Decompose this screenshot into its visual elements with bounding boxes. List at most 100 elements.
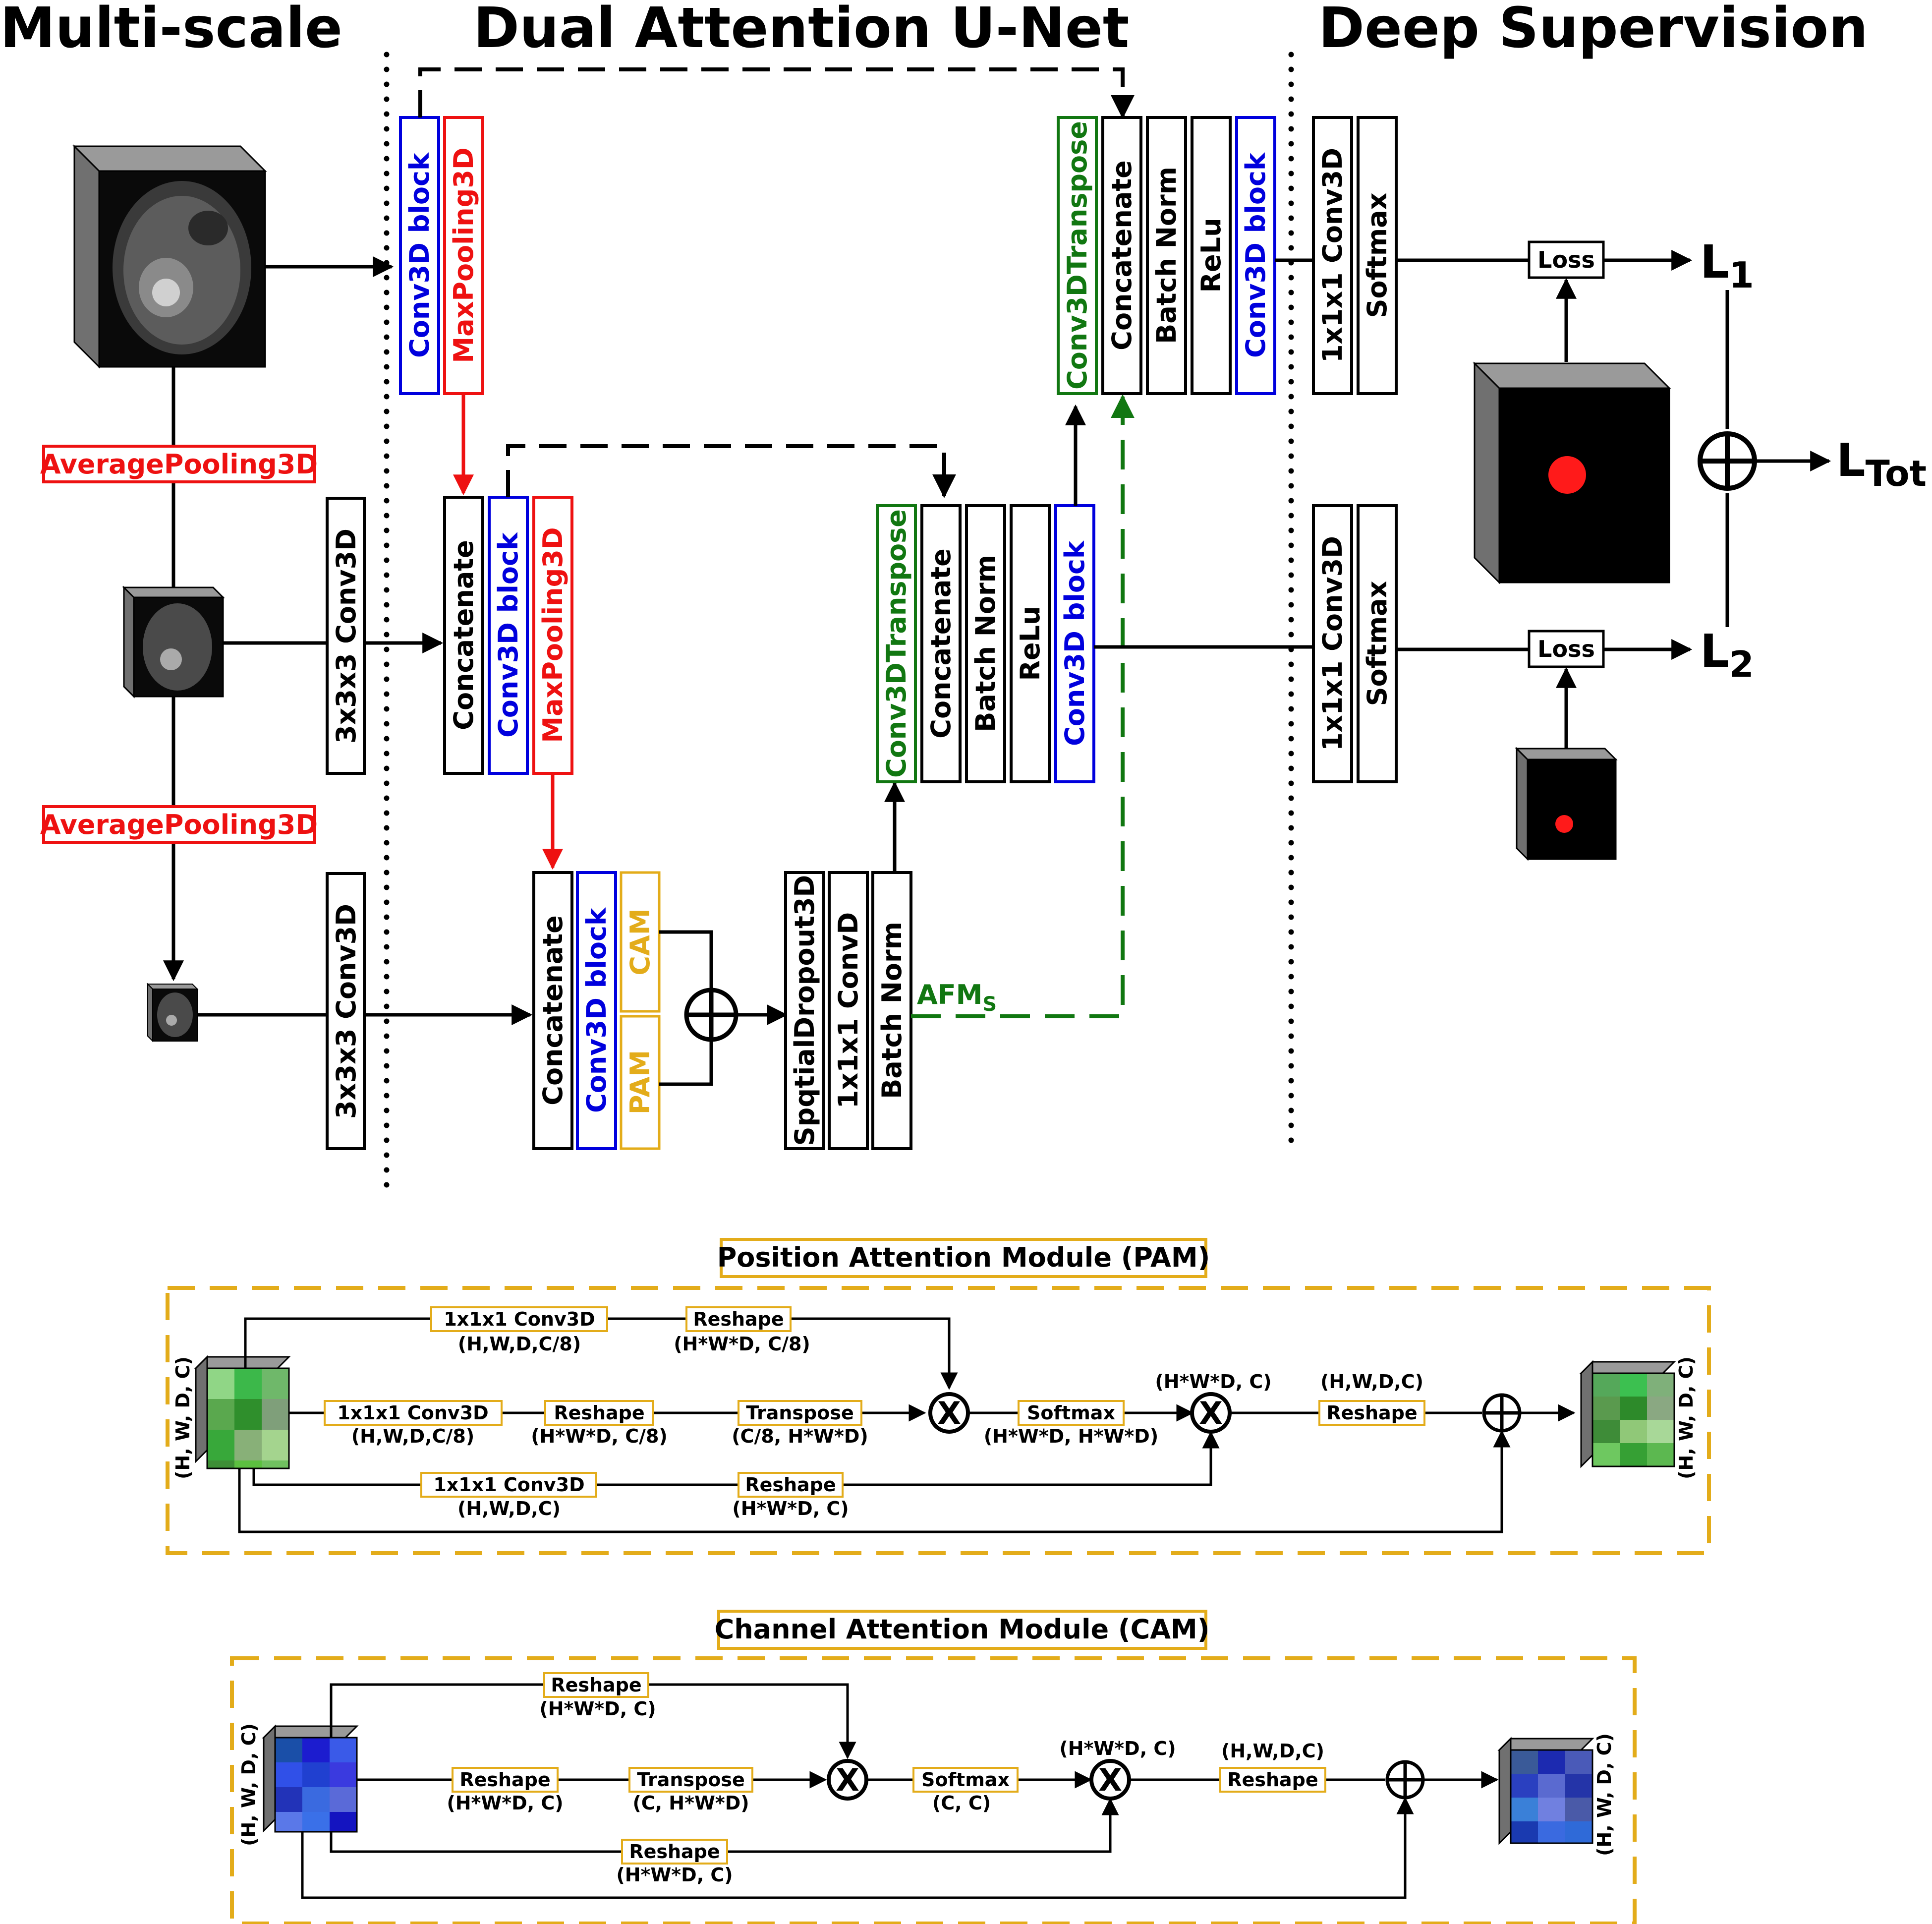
afm-label: AFMS bbox=[917, 979, 997, 1016]
pam-label: PAM bbox=[625, 1050, 656, 1114]
pam-mid-reshape-dim: (H*W*D, C/8) bbox=[531, 1425, 668, 1447]
conv333-low-label: 3x3x3 Conv3D bbox=[331, 904, 362, 1119]
pam-top-reshape-label: Reshape bbox=[693, 1308, 784, 1330]
dec1-concat-label: Concatenate bbox=[1106, 160, 1137, 350]
pam-top-conv-dim: (H,W,D,C/8) bbox=[458, 1333, 581, 1355]
mri-input-full bbox=[72, 144, 267, 369]
pam-out-reshape-label: Reshape bbox=[1326, 1402, 1417, 1424]
pam-bot-reshape-label: Reshape bbox=[745, 1474, 836, 1496]
cam-input-tensor bbox=[262, 1724, 359, 1833]
pam-bot-conv-label: 1x1x1 Conv3D bbox=[433, 1474, 584, 1496]
skip-connection-level1 bbox=[418, 67, 1135, 119]
dec2-relu-block bbox=[1010, 504, 1051, 783]
bottleneck-bn-label: Batch Norm bbox=[876, 922, 908, 1099]
enc3-conv-label: Conv3D block bbox=[581, 907, 612, 1113]
cam-module-border bbox=[230, 1656, 1637, 1924]
svg-text:X: X bbox=[1199, 1395, 1223, 1431]
pam-softmax-dim: (H*W*D, H*W*D) bbox=[984, 1425, 1158, 1447]
head2-conv-label: 1x1x1 Conv3D bbox=[1317, 536, 1348, 751]
pam-multiply-2: X bbox=[1190, 1392, 1232, 1434]
head1-conv-block bbox=[1312, 116, 1353, 395]
pam-top-reshape-dim: (H*W*D, C/8) bbox=[674, 1333, 810, 1355]
pam-title: Position Attention Module (PAM) bbox=[717, 1242, 1210, 1273]
enc2-concat-block bbox=[443, 496, 484, 775]
pam-softmax-label: Softmax bbox=[1027, 1402, 1115, 1424]
cam-title: Channel Attention Module (CAM) bbox=[715, 1614, 1210, 1645]
l2-label: L2 bbox=[1700, 625, 1754, 685]
line-pam-to-sum bbox=[659, 1041, 713, 1086]
cam-mid-reshape-box bbox=[452, 1767, 559, 1793]
pam-bot-reshape-dim: (H*W*D, C) bbox=[732, 1498, 849, 1519]
oplus-attention-sum bbox=[684, 988, 739, 1042]
loss2-box bbox=[1528, 630, 1605, 668]
enc2-conv-block bbox=[488, 496, 529, 775]
pam-mid-reshape-label: Reshape bbox=[554, 1402, 644, 1424]
cam-mid-reshape-label: Reshape bbox=[459, 1769, 550, 1791]
dec2-conv-label: Conv3D block bbox=[1059, 540, 1090, 746]
cam-softmax-dim: (C, C) bbox=[932, 1792, 991, 1814]
pam-mid-transpose-label: Transpose bbox=[746, 1402, 854, 1424]
enc1-conv-label: Conv3D block bbox=[404, 152, 435, 358]
pam-mid-conv-box bbox=[324, 1400, 503, 1426]
mri-input-quarter bbox=[146, 983, 199, 1043]
pam-module-border bbox=[166, 1286, 1711, 1555]
cam-out-reshape-label: Reshape bbox=[1227, 1769, 1318, 1791]
dec1-relu-label: ReLu bbox=[1195, 218, 1227, 292]
cam-mid-transpose-dim: (C, H*W*D) bbox=[632, 1792, 749, 1814]
dec2-bn-block bbox=[965, 504, 1006, 783]
cam-out-reshape-dim: (H,W,D,C) bbox=[1221, 1740, 1324, 1762]
dec1-transpose-block bbox=[1057, 116, 1098, 395]
cam-softmax-label: Softmax bbox=[921, 1769, 1010, 1791]
cam-bot-reshape-box bbox=[621, 1839, 728, 1865]
avgpool-label-2: AveragePooling3D bbox=[40, 809, 318, 840]
pam-after-mult-dim: (H*W*D, C) bbox=[1155, 1371, 1271, 1393]
skip-connection-level2 bbox=[506, 444, 956, 498]
bottleneck-dropout-label: SpqtialDropout3D bbox=[789, 875, 820, 1146]
pam-bot-conv-dim: (H,W,D,C) bbox=[457, 1498, 561, 1519]
pam-mid-conv-dim: (H,W,D,C/8) bbox=[351, 1425, 474, 1447]
cam-out-reshape-box bbox=[1219, 1767, 1326, 1793]
pam-multiply-1: X bbox=[928, 1392, 970, 1434]
dec2-transpose-label: Conv3DTranspose bbox=[881, 509, 912, 778]
conv333-mid-label: 3x3x3 Conv3D bbox=[331, 528, 362, 744]
cam-after-mult-dim: (H*W*D, C) bbox=[1059, 1738, 1176, 1759]
pam-out-reshape-dim: (H,W,D,C) bbox=[1320, 1371, 1423, 1393]
cam-label: CAM bbox=[625, 908, 656, 975]
l1-label: L1 bbox=[1700, 235, 1754, 296]
pam-top-conv-box bbox=[430, 1306, 608, 1332]
cam-output-tensor bbox=[1497, 1737, 1594, 1845]
pam-mid-transpose-dim: (C/8, H*W*D) bbox=[732, 1425, 868, 1447]
pam-mid-transpose-box bbox=[738, 1400, 862, 1426]
oplus-total-loss bbox=[1698, 431, 1757, 491]
cam-input-dim: (H, W, D, C) bbox=[238, 1723, 260, 1846]
line-cam-to-sum bbox=[659, 930, 713, 989]
avgpool-label-1: AveragePooling3D bbox=[40, 449, 318, 480]
pam-input-dim: (H, W, D, C) bbox=[172, 1356, 194, 1479]
enc1-pool-block bbox=[443, 116, 484, 395]
cam-bot-reshape-label: Reshape bbox=[629, 1841, 720, 1863]
cam-top-reshape-dim: (H*W*D, C) bbox=[539, 1698, 656, 1720]
pam-out-reshape-box bbox=[1318, 1400, 1425, 1426]
dec1-concat-block bbox=[1101, 116, 1142, 395]
cam-mid-transpose-box bbox=[628, 1767, 753, 1793]
avgpool-box-1 bbox=[42, 445, 316, 483]
head1-conv-label: 1x1x1 Conv3D bbox=[1317, 148, 1348, 363]
pam-sum bbox=[1482, 1393, 1522, 1433]
cam-bot-reshape-dim: (H*W*D, C) bbox=[616, 1864, 733, 1886]
pam-title-box bbox=[720, 1238, 1207, 1278]
bottleneck-dropout-block bbox=[784, 871, 825, 1150]
afm-skip-connection bbox=[911, 394, 1135, 1018]
pam-residual-path bbox=[238, 1430, 1511, 1533]
enc3-conv-block bbox=[576, 871, 617, 1150]
head1-softmax-block bbox=[1357, 116, 1398, 395]
dec1-bn-block bbox=[1146, 116, 1187, 395]
cam-top-reshape-box bbox=[543, 1672, 649, 1698]
avgpool-box-2 bbox=[42, 805, 316, 844]
cam-residual-path bbox=[301, 1797, 1414, 1899]
header-dual-attention-unet: Dual Attention U-Net bbox=[473, 0, 1129, 60]
cam-mid-transpose-label: Transpose bbox=[637, 1769, 745, 1791]
svg-text:X: X bbox=[1098, 1762, 1122, 1798]
pam-bot-conv-box bbox=[420, 1472, 597, 1498]
ltot-label: LTot bbox=[1836, 434, 1927, 494]
dec2-concat-label: Concatenate bbox=[925, 548, 957, 738]
